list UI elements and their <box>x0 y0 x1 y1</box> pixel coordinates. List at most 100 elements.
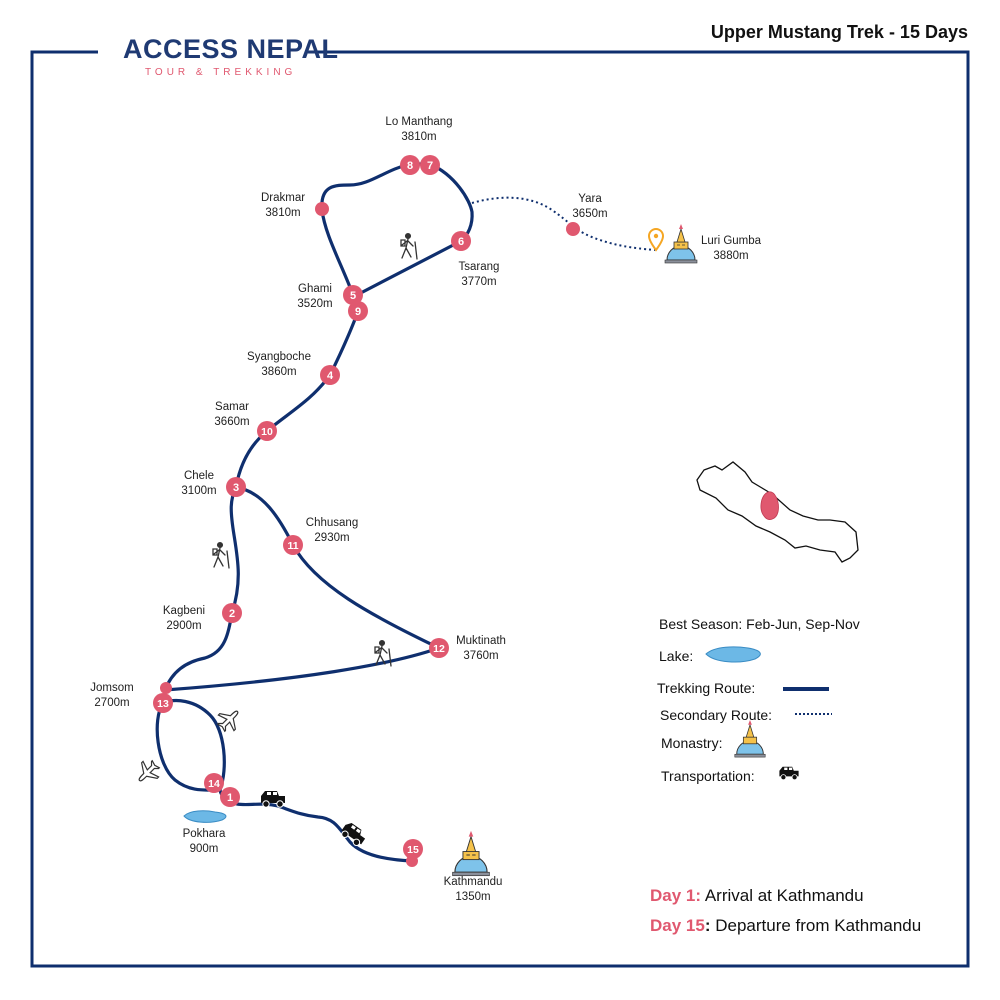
place-name: Ghami <box>298 283 332 295</box>
route-segment <box>163 646 441 692</box>
place-label-kagbeni: Kagbeni 2900m <box>163 604 205 634</box>
legend-monastry: Monastry: <box>661 735 723 751</box>
place-name: Jomsom <box>90 682 134 694</box>
nepal-locator-map <box>696 461 859 563</box>
monastery-icon <box>452 830 490 877</box>
airplane-icon <box>216 710 239 733</box>
waypoint-drakmar <box>315 202 329 216</box>
hiker-icon <box>374 639 392 667</box>
place-elevation: 3810m <box>401 131 437 143</box>
map-frame <box>30 50 970 968</box>
place-elevation: 3810m <box>265 207 301 219</box>
legend-secondary-route: Secondary Route: <box>660 707 773 723</box>
place-elevation: 3770m <box>461 276 497 288</box>
place-name: Chele <box>183 470 215 482</box>
place-label-ghami: Ghami 3520m <box>297 282 332 312</box>
place-elevation: 1350m <box>455 891 491 903</box>
route-segment <box>218 788 415 863</box>
place-elevation: 3660m <box>214 416 250 428</box>
place-elevation: 2930m <box>314 532 350 544</box>
hiker-icon <box>212 541 230 569</box>
place-elevation: 3520m <box>297 298 333 310</box>
place-elevation: 3100m <box>181 485 217 497</box>
route-segment <box>163 611 234 692</box>
route-segment <box>229 485 240 615</box>
mustang-region-highlight <box>760 491 779 520</box>
monastery-legend-icon <box>734 720 766 758</box>
day-marker-label: 8 <box>407 160 413 172</box>
day-marker-2: 2 <box>222 603 242 623</box>
day-marker-label: 9 <box>355 306 361 318</box>
waypoint-yara <box>566 222 580 236</box>
legend-transportation: Transportation: <box>661 768 755 784</box>
legend-lake: Lake: <box>659 648 694 664</box>
note-day15: Day 15: Departure from Kathmandu <box>650 916 921 936</box>
place-label-lo-manthang: Lo Manthang 3810m <box>385 115 452 145</box>
jeep-icon <box>261 791 285 808</box>
note-day15-colon: : <box>704 916 711 935</box>
secondary-route <box>471 196 656 251</box>
day-marker-4: 4 <box>320 365 340 385</box>
place-elevation: 2900m <box>166 620 202 632</box>
route-segment <box>428 162 474 243</box>
place-label-pokhara: Pokhara 900m <box>183 827 226 857</box>
day-marker-15: 15 <box>403 839 423 859</box>
day-marker-label: 12 <box>433 643 445 655</box>
day-marker-label: 11 <box>287 540 298 552</box>
day-marker-10: 10 <box>257 421 277 441</box>
day-marker-1: 1 <box>220 787 240 807</box>
day-marker-label: 13 <box>157 698 169 710</box>
day-markers: 1 2 3 4 5 6 7 8 9 10 11 12 13 14 15 <box>153 155 471 859</box>
note-day1: Day 1: Arrival at Kathmandu <box>650 886 864 906</box>
monastery-icon <box>664 224 698 264</box>
note-day1-text: Arrival at Kathmandu <box>701 886 864 905</box>
jeep-icon <box>341 823 366 846</box>
day-marker-8: 8 <box>400 155 420 175</box>
place-name: Samar <box>215 401 249 413</box>
place-label-chele: Chele 3100m <box>181 469 216 499</box>
place-name: Lo Manthang <box>385 116 453 128</box>
day-marker-label: 15 <box>407 844 419 856</box>
place-elevation: 2700m <box>94 697 130 709</box>
place-name: Muktinath <box>456 635 506 647</box>
day-marker-label: 14 <box>208 778 220 790</box>
day-marker-12: 12 <box>429 638 449 658</box>
day-marker-label: 7 <box>427 160 433 172</box>
jeep-legend-icon <box>779 766 799 781</box>
place-label-tsarang: Tsarang 3770m <box>459 260 500 290</box>
route-segment <box>351 239 463 299</box>
day-marker-label: 6 <box>458 236 464 248</box>
day-marker-6: 6 <box>451 231 471 251</box>
brand-logo: ACCESS NEPAL TOUR & TREKKING <box>98 28 338 80</box>
day-marker-label: 3 <box>233 482 239 494</box>
place-name: Pokhara <box>182 828 226 840</box>
lake-legend-icon <box>705 646 761 663</box>
place-elevation: 3860m <box>261 366 297 378</box>
place-name: Kagbeni <box>162 605 206 617</box>
day-marker-label: 10 <box>261 426 273 438</box>
day-marker-7: 7 <box>420 155 440 175</box>
route-segment <box>234 485 295 547</box>
place-label-jomsom: Jomsom 2700m <box>90 681 133 711</box>
lake-icon <box>183 810 227 823</box>
day-marker-label: 4 <box>327 370 334 382</box>
day-marker-3: 3 <box>226 477 246 497</box>
day-marker-11: 11 <box>283 535 303 555</box>
place-elevation: 900m <box>189 843 219 855</box>
note-day15-key: Day 15 <box>650 916 705 935</box>
place-name: Luri Gumba <box>700 235 762 247</box>
day-marker-label: 1 <box>227 792 233 804</box>
brand-tagline: TOUR & TREKKING <box>145 67 297 78</box>
legend-best-season: Best Season: Feb-Jun, Sep-Nov <box>659 616 860 632</box>
place-name: Tsarang <box>458 261 500 273</box>
note-day1-key: Day 1: <box>650 886 702 905</box>
day-marker-13: 13 <box>153 693 173 713</box>
trekking-route <box>155 162 474 863</box>
note-day15-text: Departure from Kathmandu <box>710 916 922 935</box>
